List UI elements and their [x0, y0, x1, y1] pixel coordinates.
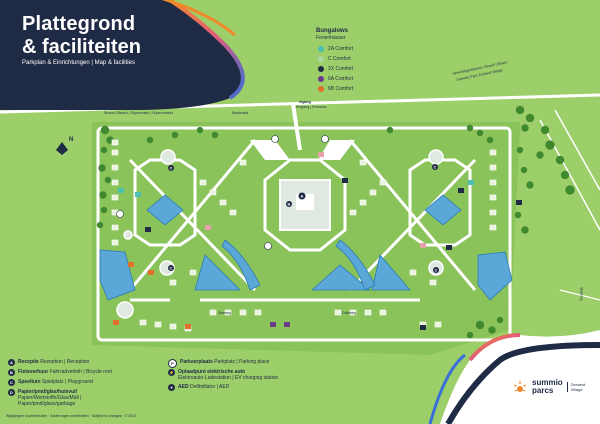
legend-name: Papier/pmd/glas/huisvuil: [18, 389, 77, 395]
legend-waste: D Papier/pmd/glas/huisvuil Papier/Wertst…: [8, 389, 133, 407]
bungalows-subtitle: Ferienhäuser: [316, 35, 346, 41]
page-subtitle: Parkplan & Einrichtungen | Map & facilit…: [22, 60, 135, 66]
title-panel: [0, 0, 243, 110]
bungalow-type-label: C Comfort: [328, 56, 351, 62]
legend-reception: A Receptie Rezeption | Reception: [8, 359, 133, 366]
legend-name: Speeltuin: [18, 379, 41, 385]
waste-icon: D: [8, 389, 15, 396]
svg-text:B: B: [288, 202, 291, 207]
pond-right-bottom: [477, 251, 513, 301]
pond-center-right: [310, 264, 372, 291]
brand-line1: summio: [532, 378, 563, 387]
legend-desc: Spielplatz | Playground: [41, 379, 93, 385]
road-label-strand: Strand | Beach | Supermarkt | Supermarke…: [104, 111, 173, 115]
road-label-right: Badweg: [579, 287, 584, 301]
bungalows-title: Bungalows: [316, 28, 349, 34]
sun-logo-icon: [513, 381, 527, 392]
page-title-line2: & faciliteiten: [22, 36, 141, 58]
svg-text:C: C: [435, 268, 438, 273]
svg-text:C: C: [434, 165, 437, 170]
svg-text:A: A: [301, 194, 304, 199]
legend-playground: C Speeltuin Spielplatz | Playground: [8, 379, 133, 386]
svg-text:C: C: [170, 166, 173, 171]
bungalow-type-2a: 2A Comfort: [318, 46, 353, 52]
bungalow-type-label: 6B Comfort: [328, 86, 354, 92]
svg-text:N: N: [69, 137, 73, 143]
park-line2: Village: [570, 387, 583, 392]
purple-dot-icon: [318, 76, 324, 82]
ev-charging-icon: ⚡: [168, 369, 175, 376]
page-title-line1: Plattegrond: [22, 13, 136, 35]
pond-right: [424, 194, 462, 226]
bungalow-type-label: 6A Comfort: [328, 76, 354, 82]
pond-center-left: [194, 254, 241, 291]
bicycle-icon: B: [8, 369, 15, 376]
legend-desc: Fahrradverleih | Bicycle rent: [49, 369, 112, 375]
aed-heart-icon: ♥: [168, 384, 175, 391]
legend-name: AED: [178, 384, 189, 390]
bungalow-type-c: C Comfort: [318, 56, 351, 62]
summio-logo: summio parcs Zeeland Village: [512, 379, 585, 395]
navy-dot-icon: [318, 66, 324, 72]
bungalow-type-label: 2X Comfort: [328, 66, 354, 72]
road-label-ingang-sub: Eingang | Entrance: [296, 105, 327, 109]
svg-text:C: C: [170, 266, 173, 271]
legend-bicycle: B Fietsverhuur Fahrradverleih | Bicycle …: [8, 369, 133, 376]
legend-desc: Defibrillator | AED: [189, 384, 230, 390]
park-line1: Zeeland: [570, 382, 586, 387]
orange-dot-icon: [318, 86, 324, 92]
bungalow-type-6a: 6A Comfort: [318, 76, 353, 82]
parking-icon: P: [168, 359, 177, 368]
lane-label-1: Zeeweg: [218, 311, 231, 315]
park-area: [92, 122, 520, 355]
road-label-ingang: Ingang: [299, 100, 311, 104]
light-green-dot-icon: [318, 56, 324, 62]
playground-icon: C: [8, 379, 15, 386]
north-arrow-icon: N: [56, 137, 73, 155]
teal-dot-icon: [318, 46, 324, 52]
pond-left: [146, 194, 184, 226]
legend-name: Parkeerplaats: [180, 359, 213, 365]
road-label-boulevard: Boulevard: [232, 111, 249, 115]
legend-desc: Parkplatz | Parking place: [214, 359, 270, 365]
legend-parking: P Parkeerplaats Parkplatz | Parking plac…: [168, 359, 308, 368]
reception-icon: A: [8, 359, 15, 366]
pond-left-bottom: [99, 249, 136, 301]
bungalow-type-label: 2A Comfort: [328, 46, 354, 52]
bungalow-type-6b: 6B Comfort: [318, 86, 353, 92]
legend-name: Fietsverhuur: [18, 369, 49, 375]
legend-desc: Elektroauto-Ladestation | EV charging st…: [178, 375, 279, 381]
legend-desc: Papier/Wertstoffe/Glas/Müll | Paper/pmd/…: [18, 395, 82, 407]
footer-note: Wijzigingen voorbehouden · Änderungen vo…: [6, 414, 137, 418]
bungalow-type-2x: 2X Comfort: [318, 66, 353, 72]
legend-name: Oplaadpunt elektrische auto: [178, 369, 246, 375]
brand-line2: parcs: [532, 386, 554, 395]
legend-aed: ♥ AED Defibrillator | AED: [168, 384, 308, 391]
legend-desc: Rezeption | Reception: [40, 359, 90, 365]
legend-name: Receptie: [18, 359, 39, 365]
central-building: [279, 179, 331, 231]
lane-label-2: Duinweg: [342, 311, 356, 315]
house-2a: [118, 188, 124, 193]
